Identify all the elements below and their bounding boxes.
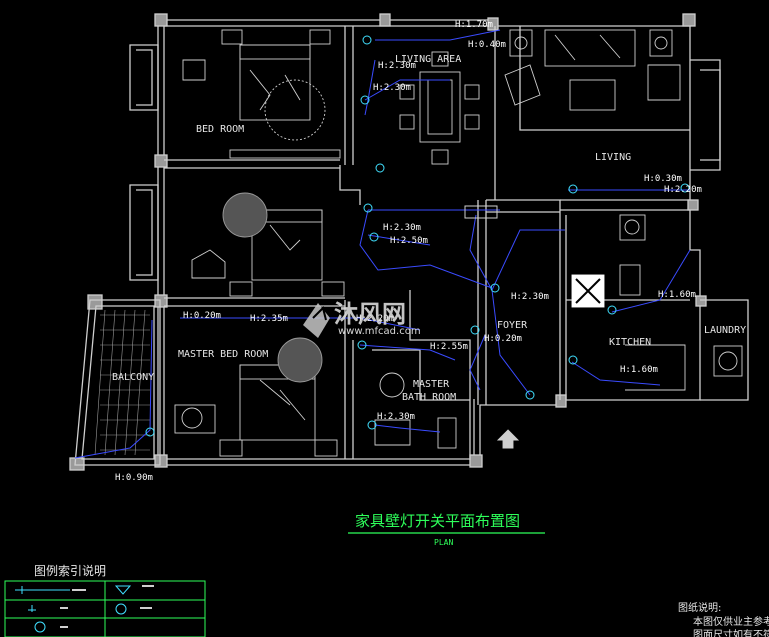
drawing-subtitle: PLAN: [434, 538, 453, 547]
height-label: H:2.55m: [430, 342, 468, 352]
room-label-living-area: LIVING AREA: [395, 54, 461, 65]
mounting-height-labels: H:1.70m H:0.40m H:2.30m H:2.30m H:0.30m …: [115, 20, 702, 483]
notes-line-2: 图面尺寸如有不符: [693, 628, 769, 637]
watermark: 沐风网 www.mfcad.com: [303, 300, 421, 338]
room-label-laundry: LAUNDRY: [704, 325, 746, 336]
height-label: H:2.30m: [511, 292, 549, 302]
height-label: H:0.20m: [183, 311, 221, 321]
legend-heading: 图例索引说明: [34, 563, 106, 578]
height-label: H:0.30m: [644, 174, 682, 184]
height-label: H:2.20m: [356, 314, 394, 324]
room-label-master-bath-2: BATH ROOM: [402, 392, 456, 403]
furniture: [174, 29, 743, 457]
legend-symbols: [15, 585, 132, 633]
height-label: H:1.70m: [455, 20, 493, 30]
height-label: H:0.20m: [484, 334, 522, 344]
height-label: H:2.30m: [373, 83, 411, 93]
height-label: H:0.90m: [115, 473, 153, 483]
notes-line-1: 本图仅供业主参考: [693, 615, 769, 628]
walls: [69, 13, 749, 471]
height-label: H:2.30m: [377, 412, 415, 422]
room-label-living: LIVING: [595, 152, 631, 163]
height-label: H:0.40m: [468, 40, 506, 50]
room-label-master-bath-1: MASTER: [413, 379, 450, 390]
height-label: H:2.35m: [250, 314, 288, 324]
height-label: H:1.60m: [658, 290, 696, 300]
room-label-master-bed-room: MASTER BED ROOM: [178, 349, 268, 360]
watermark-brand: 沐风网: [334, 300, 406, 328]
room-label-kitchen: KITCHEN: [609, 337, 651, 348]
room-label-balcony: BALCONY: [112, 372, 154, 383]
watermark-url: www.mfcad.com: [338, 326, 421, 337]
height-label: H:2.50m: [390, 236, 428, 246]
notes-heading: 图纸说明:: [678, 601, 721, 614]
room-labels: BED ROOM LIVING AREA LIVING MASTER BED R…: [112, 54, 746, 403]
legend-table: [4, 580, 206, 637]
wall-lamp-symbols: [145, 35, 690, 437]
room-label-bed-room: BED ROOM: [196, 124, 244, 135]
balcony-hatch: [94, 309, 150, 456]
height-label: H:1.60m: [620, 365, 658, 375]
height-label: H:2.20m: [664, 185, 702, 195]
height-label: H:2.30m: [378, 61, 416, 71]
room-label-foyer: FOYER: [497, 320, 528, 331]
drawing-title: 家具壁灯开关平面布置图: [355, 512, 520, 530]
height-label: H:2.30m: [383, 223, 421, 233]
switch-wiring: [74, 29, 691, 459]
